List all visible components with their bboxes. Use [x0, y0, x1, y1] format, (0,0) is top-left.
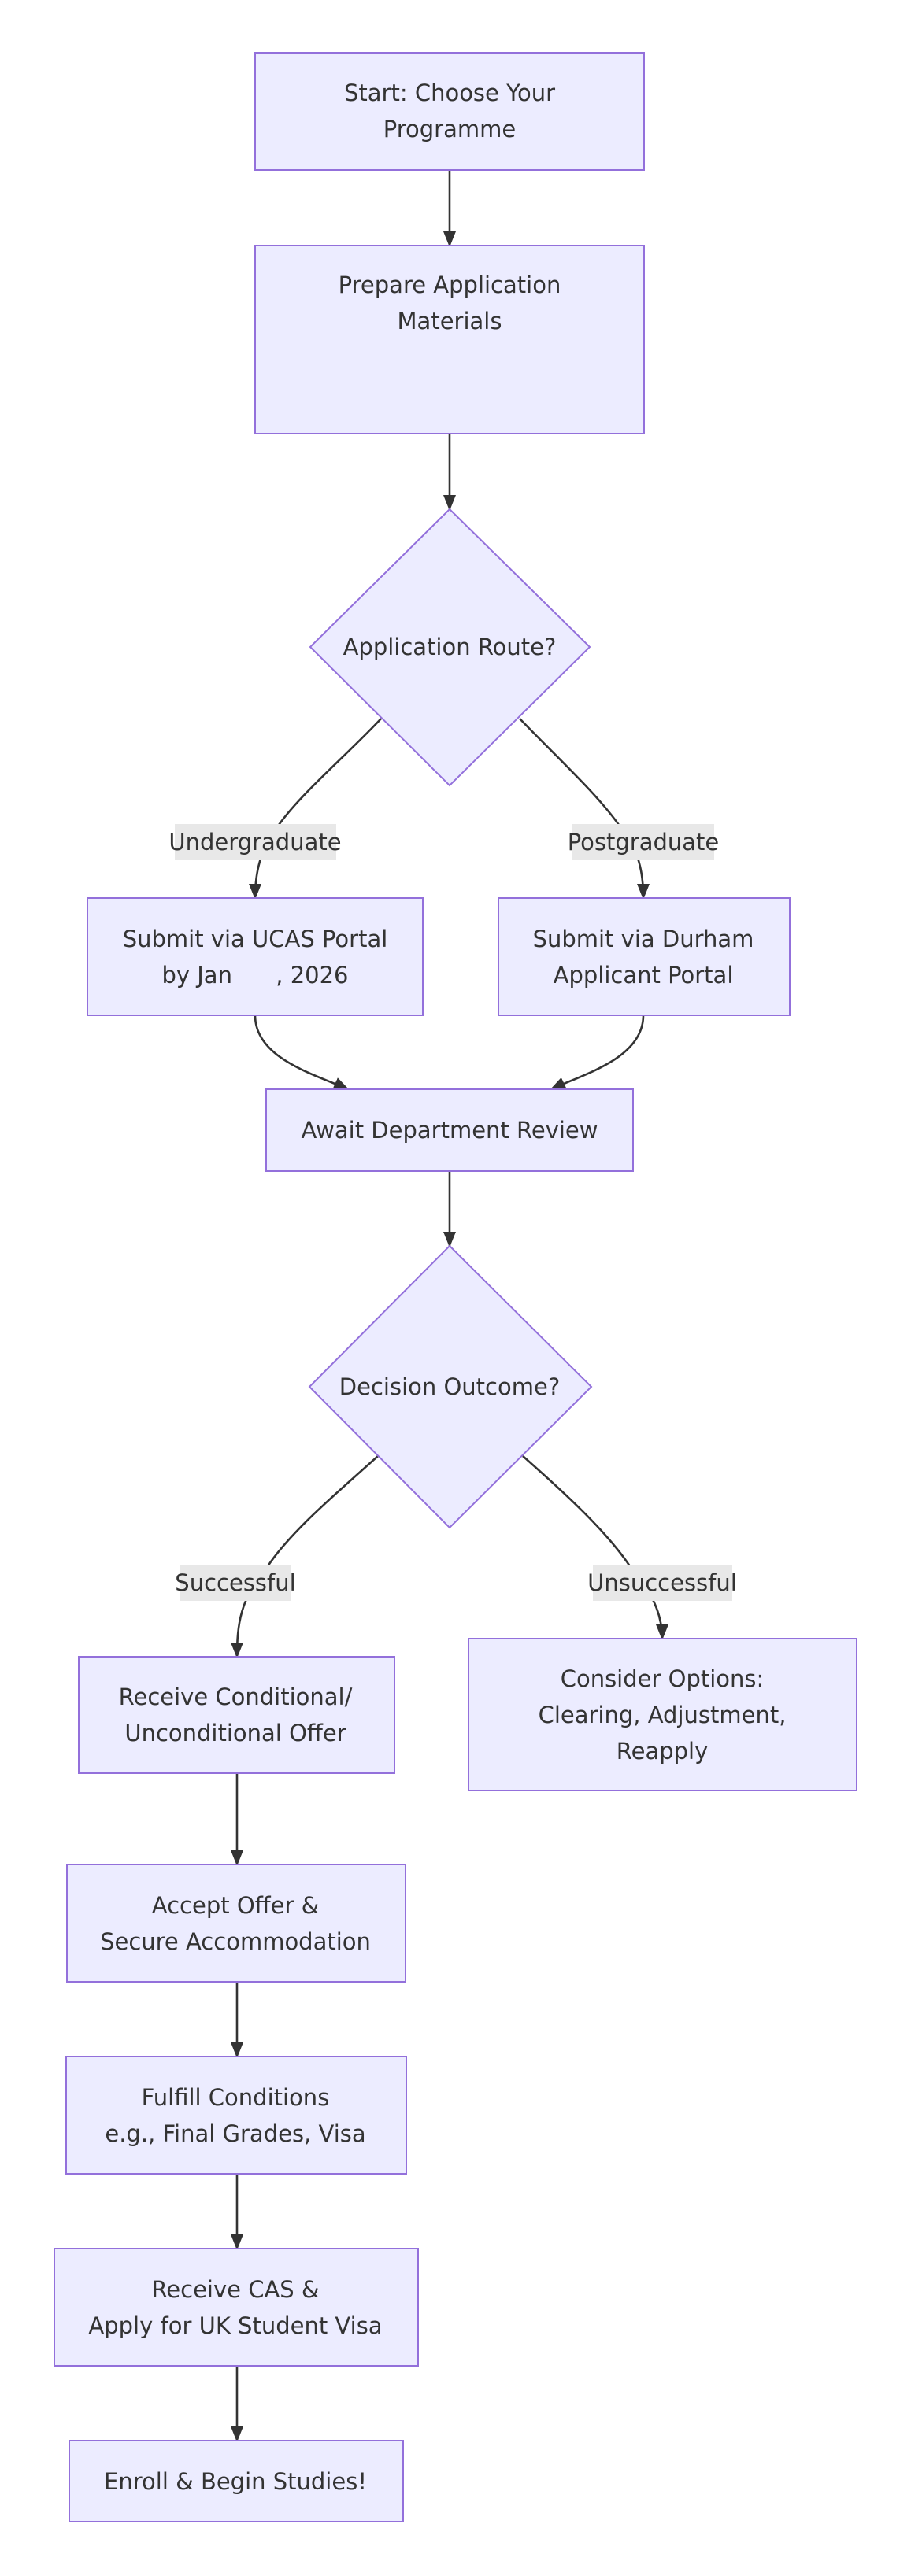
edge-label-unsuccessful: Unsuccessful: [587, 1565, 737, 1601]
edge-decision-options: [522, 1455, 668, 1640]
svg-text:Await Department Review: Await Department Review: [302, 1117, 598, 1144]
node-ucas-submit: Submit via UCAS Portal by Jan , 2026: [87, 897, 424, 1016]
svg-text:Application Route?: Application Route?: [343, 634, 557, 660]
svg-text:Prepare Application: Prepare Application: [339, 272, 561, 298]
svg-text:Programme: Programme: [383, 116, 516, 142]
edge-label-undergraduate: Undergraduate: [168, 824, 342, 860]
svg-text:Successful: Successful: [175, 1569, 295, 1596]
node-durham-submit: Submit via Durham Applicant Portal: [498, 897, 791, 1016]
svg-text:Unsuccessful: Unsuccessful: [587, 1569, 737, 1596]
svg-text:Materials: Materials: [398, 308, 502, 334]
node-accept-offer: Accept Offer & Secure Accommodation: [66, 1864, 406, 1983]
node-start: Start: Choose Your Programme: [254, 52, 645, 171]
edge-ucas-review: [254, 1015, 350, 1091]
edge-route-durham: [519, 718, 650, 900]
edges: [231, 170, 668, 2442]
svg-text:Start: Choose Your: Start: Choose Your: [344, 79, 555, 106]
edge-label-postgraduate: Postgraduate: [568, 824, 720, 860]
node-department-review: Await Department Review: [265, 1088, 634, 1172]
edge-label-successful: Successful: [175, 1565, 296, 1601]
svg-text:e.g., Final Grades, Visa: e.g., Final Grades, Visa: [105, 2120, 365, 2147]
edge-route-ucas: [249, 718, 382, 900]
svg-text:Applicant Portal: Applicant Portal: [554, 962, 734, 989]
svg-text:Enroll & Begin Studies!: Enroll & Begin Studies!: [104, 2468, 367, 2495]
svg-text:Apply for UK Student Visa: Apply for UK Student Visa: [88, 2312, 382, 2339]
svg-text:Undergraduate: Undergraduate: [168, 829, 341, 856]
node-fulfill-conditions: Fulfill Conditions e.g., Final Grades, V…: [65, 2056, 407, 2175]
node-receive-cas: Receive CAS & Apply for UK Student Visa: [54, 2248, 419, 2367]
edge-decision-offer: [231, 1455, 379, 1658]
svg-text:Unconditional Offer: Unconditional Offer: [124, 1720, 346, 1746]
svg-text:Receive CAS &: Receive CAS &: [151, 2276, 319, 2303]
svg-text:Submit via Durham: Submit via Durham: [533, 926, 754, 952]
svg-text:Secure Accommodation: Secure Accommodation: [100, 1928, 371, 1955]
svg-text:Fulfill Conditions: Fulfill Conditions: [142, 2084, 330, 2111]
node-decision-outcome: Decision Outcome?: [308, 1244, 593, 1529]
node-application-route-decision: Application Route?: [309, 508, 591, 787]
svg-text:Receive Conditional/: Receive Conditional/: [119, 1683, 353, 1710]
svg-text:Accept Offer &: Accept Offer &: [152, 1892, 319, 1919]
svg-text:Clearing, Adjustment,: Clearing, Adjustment,: [539, 1702, 787, 1728]
svg-text:Reapply: Reapply: [617, 1738, 709, 1765]
node-consider-options: Consider Options: Clearing, Adjustment, …: [468, 1638, 857, 1791]
edge-durham-review: [550, 1015, 645, 1091]
svg-text:Postgraduate: Postgraduate: [568, 829, 720, 856]
node-enroll: Enroll & Begin Studies!: [69, 2440, 404, 2522]
svg-text:Decision Outcome?: Decision Outcome?: [339, 1373, 560, 1400]
svg-text:by Jan , 2026: by Jan , 2026: [161, 962, 348, 989]
svg-text:Submit via UCAS Portal: Submit via UCAS Portal: [123, 926, 388, 952]
node-prepare: Prepare Application Materials: [254, 245, 645, 434]
node-receive-offer: Receive Conditional/ Unconditional Offer: [78, 1656, 395, 1774]
svg-text:Consider Options:: Consider Options:: [561, 1665, 765, 1692]
